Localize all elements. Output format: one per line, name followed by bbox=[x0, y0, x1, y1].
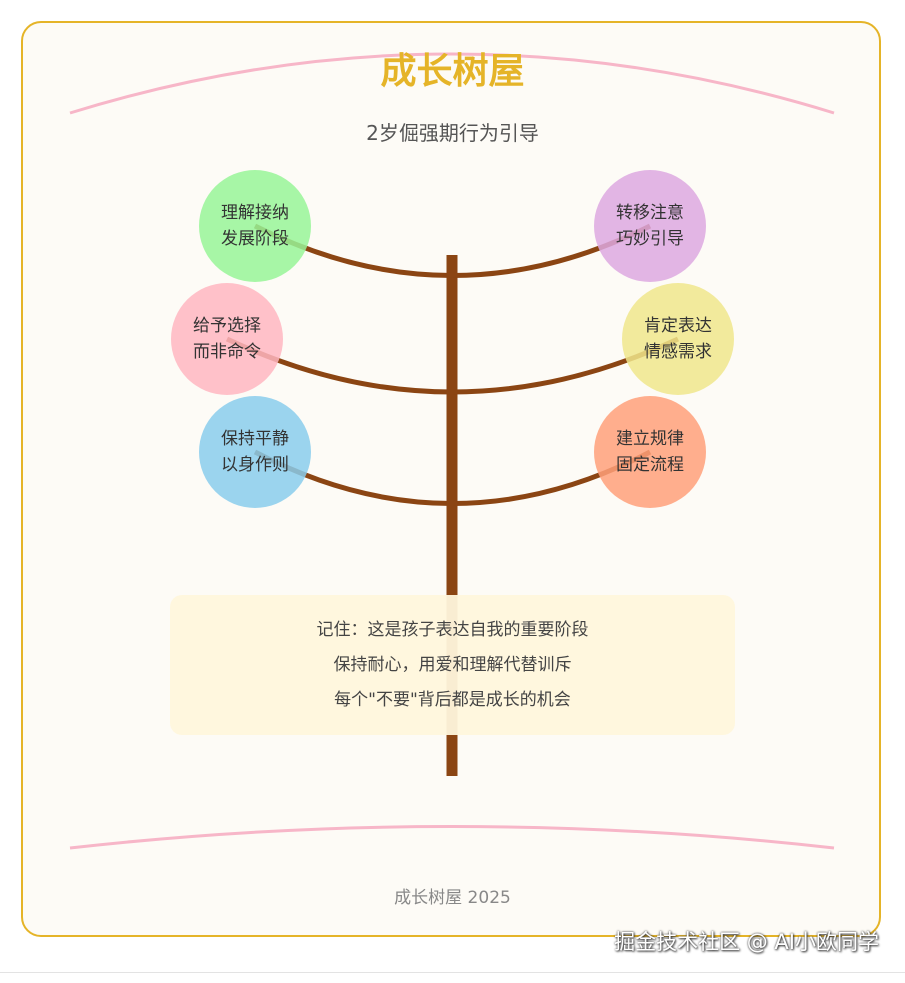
leaf-label-line: 巧妙引导 bbox=[616, 229, 684, 249]
branch-upper bbox=[253, 223, 652, 278]
branch-middle bbox=[225, 336, 680, 395]
leaf-label-understand: 理解接纳 发展阶段 bbox=[195, 200, 315, 252]
leaf-label-line: 以身作则 bbox=[221, 455, 289, 475]
reminder-line-1: 记住：这是孩子表达自我的重要阶段 bbox=[316, 620, 589, 640]
branch-lower bbox=[253, 449, 652, 506]
page-title: 成长树屋 bbox=[380, 51, 525, 92]
leaf-label-line: 肯定表达 bbox=[644, 316, 712, 336]
leaf-circle-affirm bbox=[622, 283, 734, 395]
leaf-label-line: 发展阶段 bbox=[221, 229, 289, 249]
reminder-line-3: 每个"不要"背后都是成长的机会 bbox=[334, 690, 571, 710]
reminder-box bbox=[170, 595, 735, 735]
leaf-label-line: 转移注意 bbox=[616, 203, 684, 223]
leaf-label-line: 建立规律 bbox=[616, 429, 684, 449]
leaf-label-line: 保持平静 bbox=[221, 429, 289, 449]
leaf-label-routine: 建立规律 固定流程 bbox=[590, 426, 710, 478]
leaf-circle-distract bbox=[594, 170, 706, 282]
leaf-circle-calm bbox=[199, 396, 311, 508]
leaf-label-distract: 转移注意 巧妙引导 bbox=[590, 200, 710, 252]
watermark-text: 掘金技术社区 @ AI小欧同学 bbox=[614, 930, 879, 954]
leaf-label-line: 而非命令 bbox=[193, 342, 261, 362]
bottom-decor-arc bbox=[69, 825, 835, 850]
leaf-label-choice: 给予选择 而非命令 bbox=[167, 313, 287, 365]
reminder-line-2: 保持耐心，用爱和理解代替训斥 bbox=[333, 655, 572, 675]
leaf-label-line: 情感需求 bbox=[644, 342, 712, 362]
page-subtitle: 2岁倔强期行为引导 bbox=[366, 121, 539, 145]
leaf-label-line: 理解接纳 bbox=[221, 203, 289, 223]
leaf-label-line: 固定流程 bbox=[616, 455, 684, 475]
bottom-divider bbox=[0, 972, 905, 973]
leaf-label-calm: 保持平静 以身作则 bbox=[195, 426, 315, 478]
footer-text: 成长树屋 2025 bbox=[394, 888, 511, 908]
leaf-circle-routine bbox=[594, 396, 706, 508]
leaf-circle-understand bbox=[199, 170, 311, 282]
top-decor-arc bbox=[69, 52, 835, 115]
leaf-label-line: 给予选择 bbox=[193, 316, 261, 336]
leaf-circle-choice bbox=[171, 283, 283, 395]
leaf-label-affirm: 肯定表达 情感需求 bbox=[618, 313, 738, 365]
